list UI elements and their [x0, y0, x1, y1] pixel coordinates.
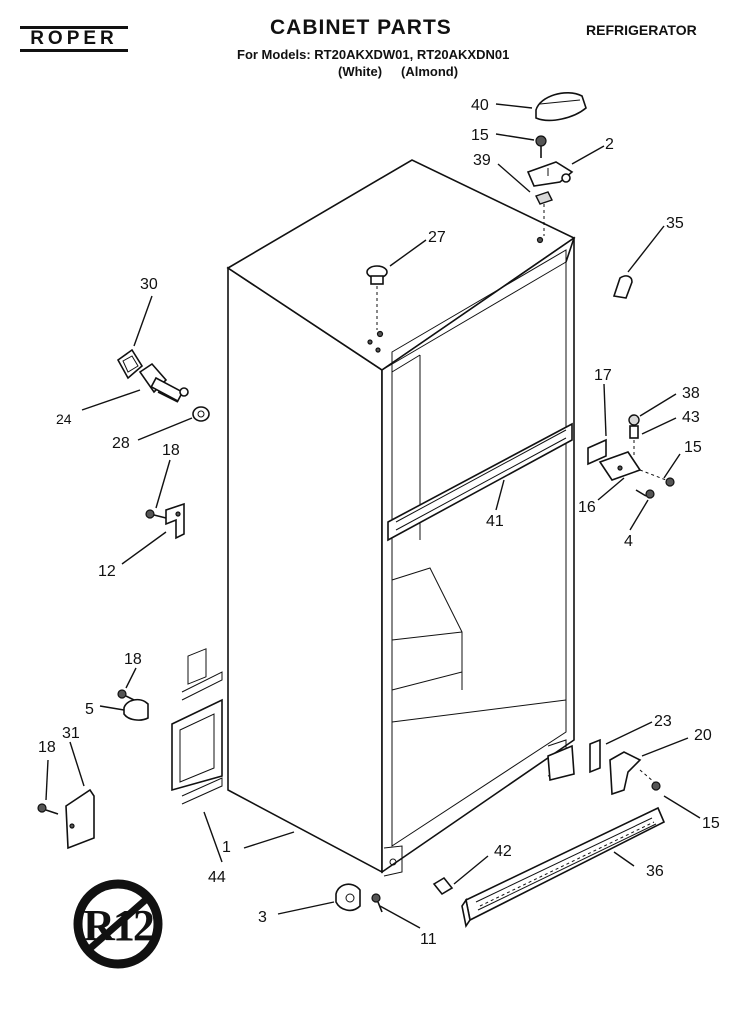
part-20-bottom-hinge	[547, 738, 661, 796]
callout-30: 30	[140, 276, 158, 293]
callout-16: 16	[578, 499, 596, 516]
callout-18-mid: 18	[124, 651, 142, 668]
callout-35: 35	[666, 215, 684, 232]
variant-almond: (Almond)	[401, 64, 459, 79]
callout-1: 1	[222, 839, 231, 856]
part-39-shim	[535, 191, 553, 236]
part-5-hinge-block	[117, 689, 149, 721]
callout-15-lower: 15	[702, 815, 720, 832]
part-15-screw-top	[535, 135, 547, 158]
part-40-hinge-cover	[535, 92, 587, 122]
callout-3: 3	[258, 909, 267, 926]
part-3-roller	[335, 883, 361, 912]
part-31-cover	[65, 788, 95, 850]
part-30-bushing	[116, 348, 144, 380]
r12-stamp: R12	[73, 879, 163, 969]
part-11-screw	[371, 893, 383, 913]
callout-20: 20	[694, 727, 712, 744]
callout-12: 12	[98, 563, 116, 580]
callout-44: 44	[208, 869, 226, 886]
part-27-plug	[366, 265, 388, 330]
callout-28: 28	[112, 435, 130, 452]
part-18-screw	[37, 803, 47, 813]
part-28-washer	[192, 406, 210, 422]
variant-white: (White)	[338, 64, 383, 79]
callout-38: 38	[682, 385, 700, 402]
callout-5: 5	[85, 701, 94, 718]
part-24-hinge-pin	[138, 362, 189, 403]
callout-2: 2	[605, 136, 614, 153]
part-44-bracket	[171, 648, 223, 805]
callout-labels: 40 15 2 39 35 27 30 24 28 18 12 18 5 18 …	[38, 97, 720, 948]
part-2-top-hinge	[526, 161, 574, 187]
callout-18-upper: 18	[162, 442, 180, 459]
part-41-divider	[387, 422, 573, 542]
brand-name: ROPER	[30, 28, 118, 49]
callout-4: 4	[624, 533, 633, 550]
callout-15-mid: 15	[684, 439, 702, 456]
callout-11: 11	[420, 931, 437, 948]
callout-43: 43	[682, 409, 700, 426]
part-35-trim	[612, 275, 633, 299]
brand-logo: ROPER	[20, 26, 128, 52]
callout-24: 24	[56, 411, 72, 427]
callout-27: 27	[428, 229, 446, 246]
part-42-clip	[432, 876, 454, 896]
callout-18-lower: 18	[38, 739, 56, 756]
part-12-bracket	[145, 502, 185, 540]
callout-42: 42	[494, 843, 512, 860]
category-label: REFRIGERATOR	[586, 22, 697, 38]
leader-lines	[45, 103, 701, 929]
callout-36: 36	[646, 863, 664, 880]
cabinet	[226, 159, 576, 877]
callout-17: 17	[594, 367, 612, 384]
callout-23: 23	[654, 713, 672, 730]
page-title: CABINET PARTS	[270, 16, 452, 39]
part-16-center-hinge	[587, 414, 675, 499]
callout-39: 39	[473, 152, 491, 169]
callout-41: 41	[486, 513, 504, 530]
callout-40: 40	[471, 97, 489, 114]
callout-15-top: 15	[471, 127, 489, 144]
callout-31: 31	[62, 725, 80, 742]
part-36-grille	[461, 806, 666, 929]
model-numbers: For Models: RT20AKXDW01, RT20AKXDN01	[237, 47, 510, 62]
